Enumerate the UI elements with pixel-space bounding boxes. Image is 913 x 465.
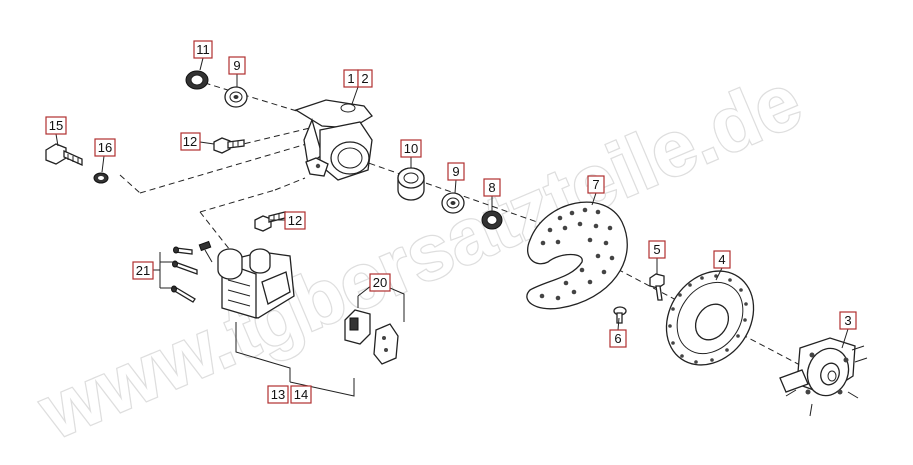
bolt-12-top <box>213 137 245 154</box>
svg-text:16: 16 <box>98 140 112 155</box>
label-21: 21 <box>132 261 154 280</box>
label-14: 14 <box>290 385 312 404</box>
brake-disc-4 <box>665 270 755 366</box>
svg-text:2: 2 <box>361 71 368 86</box>
label-12-lower: 12 <box>284 211 306 230</box>
watermark-text: www.tgbersatzteile.de <box>26 56 813 456</box>
svg-text:1: 1 <box>347 71 354 86</box>
svg-text:8: 8 <box>488 180 495 195</box>
steering-knuckle-1-2 <box>294 99 373 181</box>
label-8: 8 <box>483 178 501 197</box>
label-6: 6 <box>609 329 627 348</box>
svg-text:13: 13 <box>271 387 285 402</box>
washer-16 <box>93 172 109 184</box>
bolt-15 <box>45 143 83 167</box>
label-9-mid: 9 <box>447 162 465 181</box>
bolt-5 <box>649 273 665 301</box>
svg-text:5: 5 <box>653 242 660 257</box>
caliper-pins-21 <box>171 246 198 303</box>
seal-8 <box>481 210 503 230</box>
svg-text:20: 20 <box>373 275 387 290</box>
svg-text:11: 11 <box>196 42 210 57</box>
label-3: 3 <box>839 311 857 330</box>
svg-text:14: 14 <box>294 387 308 402</box>
label-20: 20 <box>369 273 391 292</box>
svg-text:9: 9 <box>452 164 459 179</box>
label-9-top: 9 <box>228 56 246 75</box>
label-1: 1 <box>343 69 359 88</box>
svg-text:6: 6 <box>614 331 621 346</box>
leader-lines <box>55 57 849 397</box>
label-4: 4 <box>713 250 731 269</box>
label-7: 7 <box>587 175 605 194</box>
svg-text:9: 9 <box>233 58 240 73</box>
bearing-9-top <box>224 86 248 108</box>
screw-6 <box>613 306 627 324</box>
svg-text:15: 15 <box>49 118 63 133</box>
label-5: 5 <box>648 240 666 259</box>
seal-11 <box>185 70 209 90</box>
bearing-9-mid <box>441 192 465 214</box>
svg-text:12: 12 <box>288 213 302 228</box>
svg-text:4: 4 <box>718 252 725 267</box>
svg-text:21: 21 <box>136 263 150 278</box>
label-16: 16 <box>94 138 116 157</box>
label-10: 10 <box>400 139 422 158</box>
label-2: 2 <box>357 69 373 88</box>
svg-text:7: 7 <box>592 177 599 192</box>
brake-caliper-13-14 <box>198 240 295 319</box>
spacer-10 <box>397 167 425 201</box>
bolt-12-lower <box>254 211 286 232</box>
label-12-top: 12 <box>180 132 201 151</box>
svg-text:3: 3 <box>844 313 851 328</box>
label-15: 15 <box>45 116 67 135</box>
svg-text:10: 10 <box>404 141 418 156</box>
label-11: 11 <box>193 40 213 59</box>
disc-guard-7 <box>526 201 628 310</box>
brake-pads-20 <box>344 309 399 365</box>
svg-text:12: 12 <box>183 134 197 149</box>
label-13: 13 <box>267 385 289 404</box>
wheel-hub-3 <box>779 337 868 417</box>
